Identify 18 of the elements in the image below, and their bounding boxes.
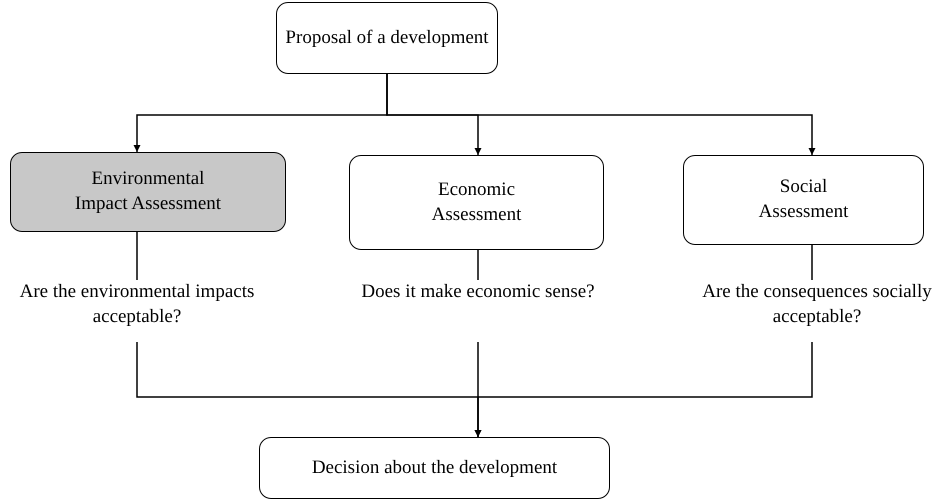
connector-line (811, 245, 813, 280)
question-text: Does it make economic sense? (360, 280, 596, 342)
process-box (259, 437, 610, 499)
process-box (276, 2, 498, 74)
connector-line (477, 250, 479, 280)
question-text: Are the consequences socially acceptable? (700, 280, 934, 342)
box-label: Social Assessment (758, 175, 850, 224)
box-label: Proposal of a development (285, 26, 489, 50)
process-box (10, 152, 286, 232)
arrow (386, 74, 816, 155)
box-label: Economic Assessment (430, 178, 522, 226)
connector-line (136, 232, 138, 280)
process-box (349, 155, 604, 250)
question-text: Are the environmental impacts acceptable? (12, 280, 262, 342)
arrow (474, 342, 813, 437)
process-box (683, 155, 924, 245)
box-label: Decision about the development (312, 456, 558, 480)
box-label: Environmental Impact Assessment (74, 167, 222, 216)
